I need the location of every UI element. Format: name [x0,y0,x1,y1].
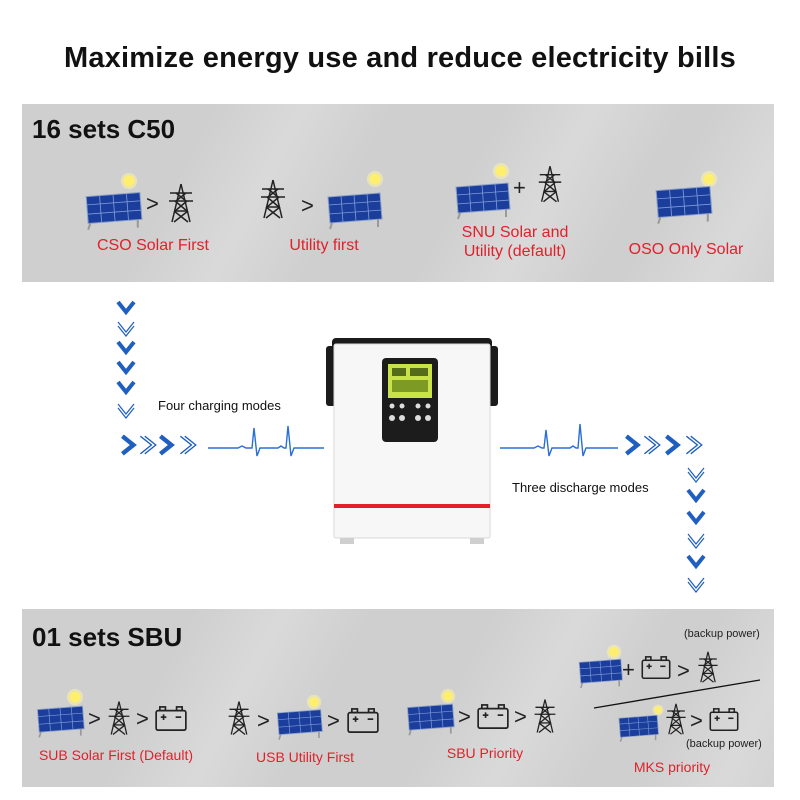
power-tower-icon [664,702,688,736]
power-tower-icon [226,700,252,736]
chevron-down-icon [684,574,708,594]
mode-label: SNU Solar and Utility (default) [461,224,569,260]
mode-label: OSO Only Solar [628,241,744,258]
power-tower-icon [166,182,196,224]
chevron-down-icon [114,338,138,358]
greater-than-symbol: > [146,191,159,216]
chevron-down-icon [684,508,708,528]
greater-than-symbol: > [458,704,471,729]
chevron-down-icon [114,358,138,378]
plus-symbol: + [622,657,635,682]
battery-icon [708,708,740,732]
mode-label: MKS priority [633,759,711,775]
charging-flow-label: Four charging modes [158,398,281,413]
chevron-right-icon [176,434,198,456]
greater-than-symbol: > [257,708,270,733]
chevron-down-icon [684,552,708,572]
mode-label: CSO Solar First [96,237,209,254]
mode-label: SUB Solar First (Default) [38,747,194,763]
solar-panel-icon [616,712,660,742]
chevron-right-icon [156,434,178,456]
backup-power-note: (backup power) [684,628,760,640]
power-signal-wave [208,425,324,457]
chevron-right-icon [662,434,684,456]
solar-panel-icon [404,700,456,736]
discharge-heading: 01 sets SBU [32,622,183,652]
battery-icon [154,706,188,732]
plus-symbol: + [513,175,526,200]
divider-line [593,679,761,709]
chevron-down-icon [114,298,138,318]
greater-than-symbol: > [301,193,314,218]
battery-icon [346,708,380,734]
greater-than-symbol: > [514,704,527,729]
backup-power-note: (backup power) [686,738,762,750]
greater-than-symbol: > [677,658,690,683]
greater-than-symbol: > [690,708,703,733]
chevron-down-icon [114,318,138,338]
solar-panel-icon [324,188,384,230]
mode-label: Utility first [289,237,359,254]
greater-than-symbol: > [136,706,149,731]
chevron-down-icon [114,400,138,420]
solar-panel-icon [82,188,144,230]
power-tower-icon [106,700,132,736]
solar-panel-icon [274,706,324,740]
power-tower-icon [258,178,288,220]
chevron-down-icon [684,530,708,550]
mode-label: SBU Priority [446,745,524,761]
page-title: Maximize energy use and reduce electrici… [63,42,737,74]
chevron-down-icon [684,464,708,484]
charging-modes-panel [22,104,774,282]
discharge-modes-panel [22,609,774,787]
sun-icon [366,170,384,188]
greater-than-symbol: > [327,708,340,733]
solar-panel-icon [452,178,512,220]
greater-than-symbol: > [88,706,101,731]
chevron-right-icon [136,434,158,456]
power-signal-wave [500,423,618,457]
chevron-down-icon [114,378,138,398]
chevron-down-icon [684,486,708,506]
chevron-right-icon [682,434,704,456]
mode-label: USB Utility First [256,749,354,765]
solar-panel-icon [652,182,714,224]
inverter-icon [326,338,498,544]
chevron-right-icon [640,434,662,456]
discharge-flow-label: Three discharge modes [512,480,649,495]
battery-icon [476,704,510,730]
power-tower-icon [536,164,564,204]
solar-panel-icon [34,702,86,738]
power-tower-icon [532,698,558,734]
charging-heading: 16 sets C50 [32,114,176,144]
